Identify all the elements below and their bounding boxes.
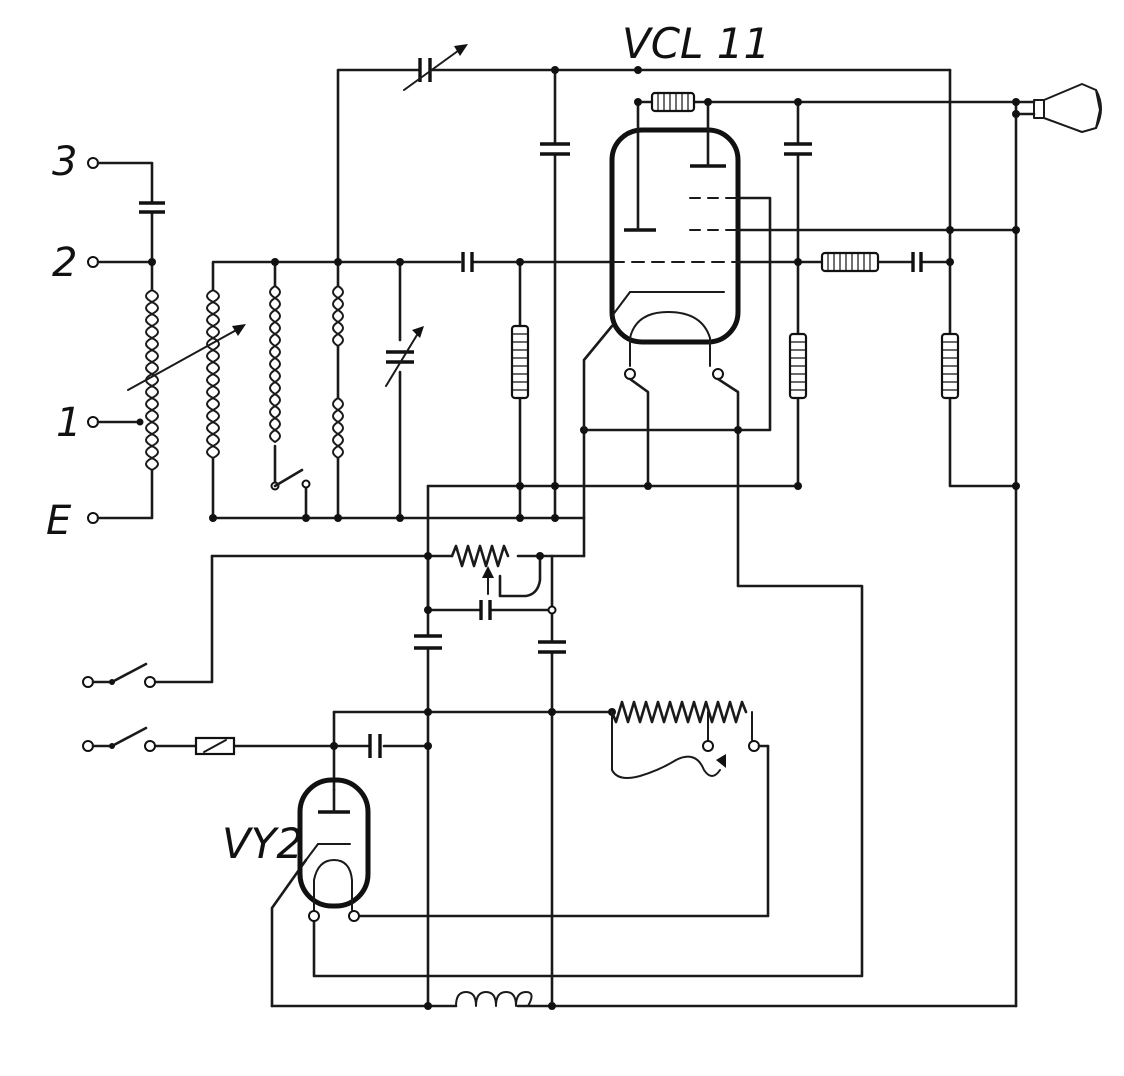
mains-switch-lower[interactable] bbox=[82, 726, 156, 752]
bypass-capacitor-top bbox=[540, 142, 570, 156]
reaction-variable-capacitor[interactable] bbox=[403, 44, 468, 91]
variable-coupling-arrow-icon bbox=[127, 324, 246, 391]
antenna-capacitor bbox=[139, 201, 165, 214]
tube-label-vcl11: VCL 11 bbox=[622, 19, 770, 68]
filter-capacitor-right bbox=[538, 640, 566, 654]
tube-label-vy2: VY2 bbox=[222, 819, 303, 868]
volume-potentiometer[interactable] bbox=[450, 544, 510, 595]
secondary-coil bbox=[206, 289, 220, 459]
anode-output-wiring bbox=[312, 66, 1036, 1008]
filter-choke bbox=[455, 991, 533, 1007]
tuning-coil-upper bbox=[332, 285, 344, 347]
terminal-label-1: 1 bbox=[56, 400, 81, 446]
heater-series-resistor[interactable] bbox=[610, 700, 770, 779]
grid-circuit-wiring bbox=[209, 66, 952, 522]
antenna-terminals bbox=[87, 157, 156, 524]
reaction-coil-upper bbox=[269, 285, 281, 443]
mains-capacitor bbox=[368, 734, 382, 758]
grid-capacitor bbox=[461, 252, 474, 272]
fuse bbox=[194, 736, 236, 756]
terminal-label-E: E bbox=[46, 498, 72, 544]
terminal-label-3: 3 bbox=[52, 139, 77, 185]
loudspeaker-icon bbox=[1033, 83, 1102, 133]
tuning-coil-lower bbox=[332, 397, 344, 459]
waveband-switch[interactable] bbox=[270, 468, 311, 491]
grid-resistor-output bbox=[940, 332, 960, 400]
terminal-label-2: 2 bbox=[52, 240, 77, 286]
load-resistor bbox=[788, 332, 808, 400]
power-supply-wiring bbox=[154, 516, 1018, 1010]
filter-capacitor-left bbox=[414, 634, 442, 650]
tuning-variable-capacitor[interactable] bbox=[385, 326, 424, 387]
vcl11-tube bbox=[609, 100, 1018, 367]
grid-leak-resistor bbox=[510, 324, 530, 400]
mains-switch-upper[interactable] bbox=[82, 662, 156, 688]
filter-coupling-capacitor bbox=[479, 600, 492, 620]
vy2-tube bbox=[297, 777, 371, 911]
tone-capacitor bbox=[784, 142, 812, 156]
coupling-resistor bbox=[820, 251, 880, 273]
coupling-capacitor bbox=[911, 252, 923, 272]
anode-resistor bbox=[650, 91, 696, 113]
